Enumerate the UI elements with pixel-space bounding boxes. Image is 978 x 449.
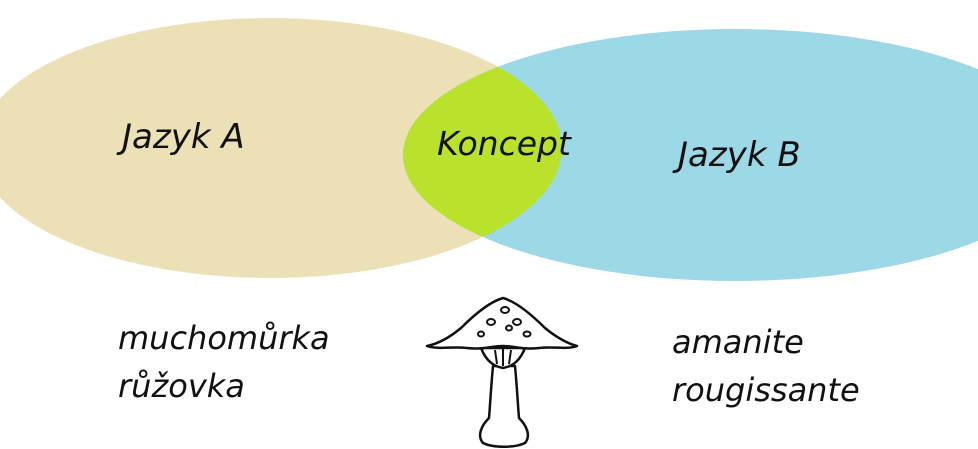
language-a-circle (0, 18, 562, 278)
language-b-circle (403, 29, 978, 281)
language-a-label: Jazyk A (122, 117, 245, 157)
language-a-word-line-1: muchomůrka (118, 319, 330, 357)
language-b-word-line-2: rougissante (672, 371, 860, 409)
language-b-label: Jazyk B (678, 135, 801, 175)
language-b-word-line-1: amanite (672, 323, 804, 361)
concept-label: Koncept (437, 124, 571, 163)
language-a-word-line-2: růžovka (118, 367, 245, 405)
mushroom-illustration (425, 296, 579, 448)
